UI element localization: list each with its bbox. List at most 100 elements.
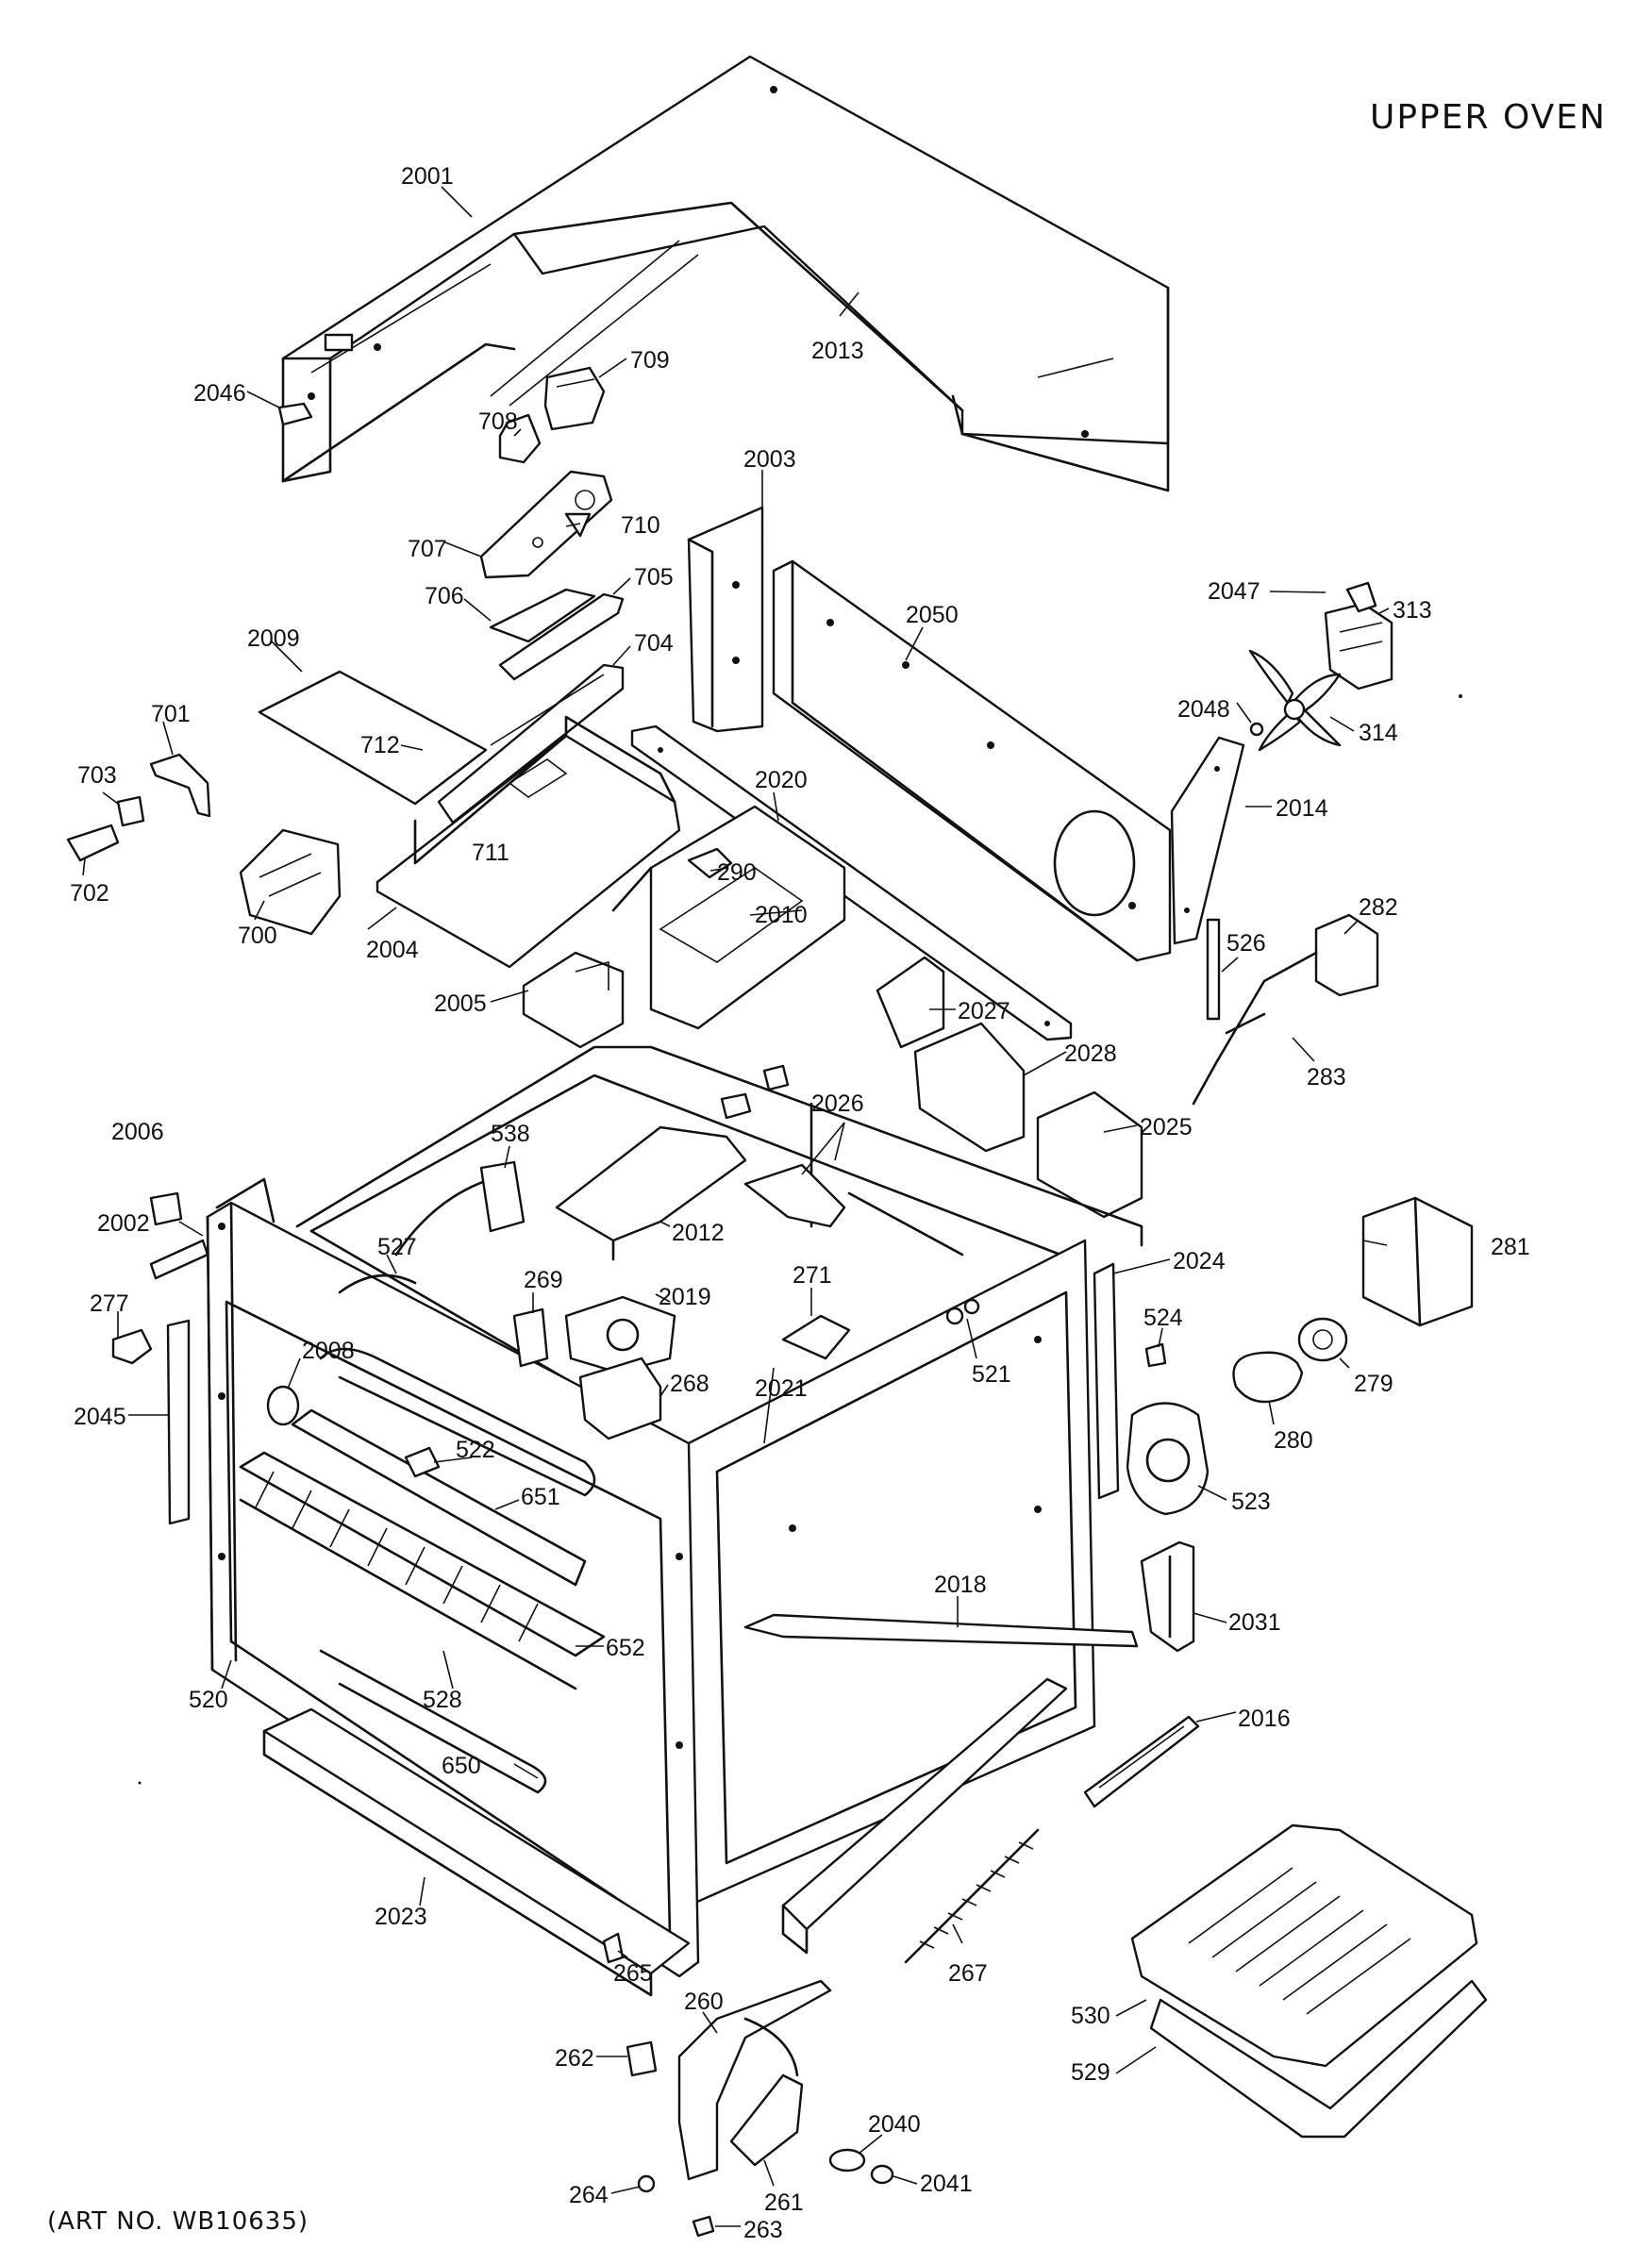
part-label-709: 709 <box>630 347 670 374</box>
part-label-267: 267 <box>948 1960 988 1987</box>
cover-2014-part <box>1170 736 1245 945</box>
diagram-title: UPPER OVEN <box>1370 98 1607 137</box>
box-281-part <box>1361 1196 1474 1327</box>
part-label-2028: 2028 <box>1064 1040 1117 1067</box>
bracket-2006-part <box>149 1191 183 1226</box>
nut-264-part <box>637 2174 656 2193</box>
leader-lines <box>82 186 1390 2227</box>
part-label-2040: 2040 <box>868 2111 921 2138</box>
strut-2018-part <box>743 1613 1139 1648</box>
part-label-2047: 2047 <box>1208 578 1260 605</box>
part-label-281: 281 <box>1491 1234 1530 1260</box>
part-label-264: 264 <box>569 2182 609 2208</box>
part-label-261: 261 <box>764 2189 804 2216</box>
control-box-2004-part <box>375 715 681 969</box>
fan-blade-314-part <box>1248 649 1342 752</box>
part-label-706: 706 <box>425 583 464 609</box>
part-label-2001: 2001 <box>401 163 454 190</box>
part-label-650: 650 <box>442 1753 481 1779</box>
back-panel-2050-part <box>772 559 1172 962</box>
part-label-2046: 2046 <box>193 380 246 407</box>
part-label-2041: 2041 <box>920 2171 973 2197</box>
bracket-271-part <box>781 1314 851 1360</box>
part-label-2018: 2018 <box>934 1572 987 1598</box>
light-lens-2008-part <box>266 1385 300 1426</box>
part-label-528: 528 <box>423 1687 462 1713</box>
light-socket-522-part <box>404 1446 441 1478</box>
rail-2020-part <box>630 724 1073 1041</box>
part-label-2010: 2010 <box>755 902 808 928</box>
roller-2041-part <box>870 2164 894 2185</box>
part-label-711: 711 <box>472 840 509 866</box>
part-label-521: 521 <box>972 1361 1011 1388</box>
part-label-520: 520 <box>189 1687 228 1713</box>
part-label-2008: 2008 <box>302 1338 355 1364</box>
relay-708-part <box>498 413 542 464</box>
top-cover-part <box>281 55 1170 492</box>
part-label-2026: 2026 <box>811 1090 864 1117</box>
part-label-2013: 2013 <box>811 338 864 364</box>
timer-700-part <box>239 828 342 936</box>
part-label-260: 260 <box>684 1989 724 2015</box>
bracket-2026-part <box>720 1064 846 1228</box>
part-label-2023: 2023 <box>375 1904 427 1930</box>
part-label-277: 277 <box>90 1290 129 1317</box>
lock-277-part <box>111 1328 153 1365</box>
duct-2028-part <box>913 1022 1026 1153</box>
part-label-704: 704 <box>634 630 674 657</box>
hinge-261-part <box>729 2073 804 2167</box>
part-label-269: 269 <box>524 1267 563 1293</box>
broiler-grid-530-part <box>1130 1823 1478 2068</box>
part-label-314: 314 <box>1359 720 1398 746</box>
bottom-rail-part <box>781 1677 1068 1955</box>
part-label-651: 651 <box>521 1484 560 1510</box>
trim-2024-part <box>1093 1262 1120 1500</box>
socket-279-part <box>1297 1317 1348 1362</box>
part-label-2004: 2004 <box>366 937 419 963</box>
clip-524-part <box>1144 1342 1167 1368</box>
part-label-530: 530 <box>1071 2003 1110 2029</box>
part-label-2016: 2016 <box>1238 1706 1291 1732</box>
bracket-707-part <box>479 470 613 579</box>
part-label-527: 527 <box>377 1234 417 1260</box>
part-label-2005: 2005 <box>434 990 487 1017</box>
sensor-521-part <box>945 1298 980 1325</box>
clip-262-part <box>626 2040 658 2077</box>
trim-2002-part <box>149 1239 209 1280</box>
nut-2048-part <box>1249 722 1264 737</box>
duct-2027-part <box>876 956 945 1049</box>
roller-2040-part <box>828 2148 866 2172</box>
art-number: (ART NO. WB10635) <box>47 2207 309 2236</box>
part-label-2002: 2002 <box>97 1210 150 1237</box>
part-label-262: 262 <box>555 2045 594 2072</box>
duct-2005-part <box>522 951 625 1049</box>
fan-motor-313-part <box>1324 581 1393 691</box>
part-label-2014: 2014 <box>1276 795 1328 822</box>
bulb-280-part <box>1232 1351 1304 1404</box>
part-label-522: 522 <box>456 1437 495 1463</box>
rail-2016-part <box>1083 1715 1200 1808</box>
part-label-2025: 2025 <box>1140 1114 1193 1140</box>
part-label-2031: 2031 <box>1228 1609 1281 1636</box>
part-label-290: 290 <box>717 859 757 886</box>
bracket-2046-part <box>277 402 313 426</box>
part-label-283: 283 <box>1307 1064 1346 1090</box>
part-label-268: 268 <box>670 1371 709 1397</box>
relay-709-part <box>543 366 606 431</box>
spring-267-part <box>904 1828 1040 1964</box>
bumper-265-part <box>602 1932 625 1964</box>
part-label-710: 710 <box>621 512 660 539</box>
hinge-260-part <box>677 1979 832 2181</box>
part-label-2045: 2045 <box>74 1404 126 1430</box>
wire-527-part <box>338 1274 417 1294</box>
part-label-707: 707 <box>408 536 447 562</box>
part-label-279: 279 <box>1354 1371 1393 1397</box>
panel-2009-part <box>258 670 488 806</box>
part-label-2003: 2003 <box>743 446 796 473</box>
part-label-282: 282 <box>1359 894 1398 921</box>
bracket-704-part <box>437 663 625 824</box>
part-label-2048: 2048 <box>1177 696 1230 723</box>
part-label-712: 712 <box>360 732 400 758</box>
ignitor-2019-part <box>564 1295 676 1374</box>
